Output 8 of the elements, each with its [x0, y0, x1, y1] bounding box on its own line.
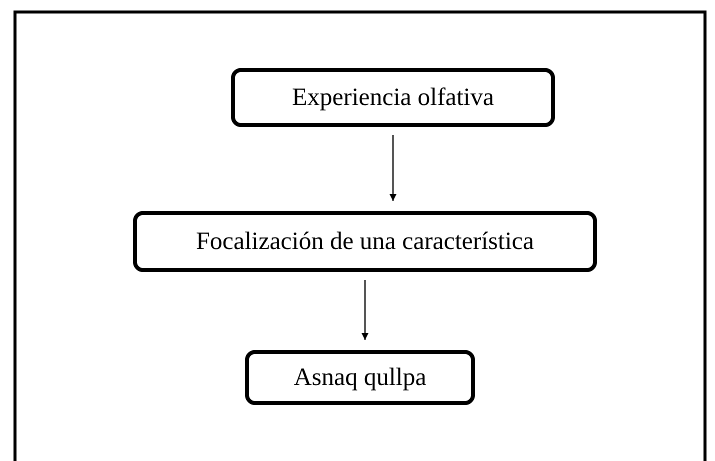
process-box	[231, 68, 555, 127]
box-label: Focalización de una característica	[196, 228, 534, 256]
process-box	[133, 211, 597, 272]
box-label: Asnaq qullpa	[294, 364, 426, 392]
process-box	[245, 350, 475, 405]
arrow	[390, 135, 396, 201]
box-label: Experiencia olfativa	[292, 84, 494, 112]
arrow	[362, 280, 368, 340]
